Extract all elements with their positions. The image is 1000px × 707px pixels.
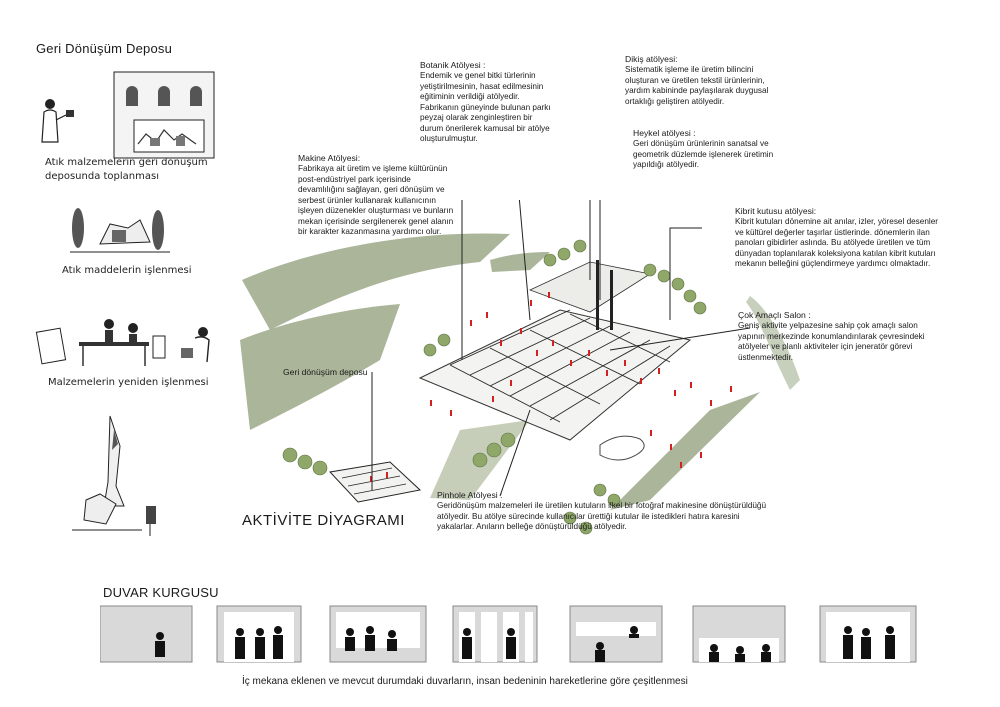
annotation-cok-amacli-title: Çok Amaçlı Salon : xyxy=(738,310,811,320)
wall-variant-band-window xyxy=(569,605,663,663)
depot-step-2-label: Atık maddelerin işlenmesi xyxy=(62,265,192,276)
depot-step-3-label: Malzemelerin yeniden işlenmesi xyxy=(48,377,209,388)
annotation-heykel-text: Geri dönüşüm ürünlerinin sanatsal ve geo… xyxy=(633,139,774,169)
depot-sketch-1 xyxy=(41,71,215,159)
annotation-botanik: Botanik Atölyesi : Endemik ve genel bitk… xyxy=(420,60,555,145)
recycling-depot-title: Geri Dönüşüm Deposu xyxy=(36,41,173,56)
annotation-dikis-text: Sistematik işleme ile üretim bilincini o… xyxy=(625,65,769,106)
wall-variant-solid xyxy=(100,605,193,663)
annotation-dikis: Dikiş atölyesi: Sistematik işleme ile ür… xyxy=(625,54,787,107)
annotation-cok-amacli: Çok Amaçlı Salon : Geniş aktivite yelpaz… xyxy=(738,310,940,363)
annotation-heykel: Heykel atölyesi : Geri dönüşüm ürünlerin… xyxy=(633,128,788,171)
wall-caption: İç mekana eklenen ve mevcut durumdaki du… xyxy=(242,676,688,687)
activity-diagram-title: AKTİVİTE DİYAGRAMI xyxy=(242,512,405,529)
annotation-kibrit-title: Kibrit kutusu atölyesi: xyxy=(735,206,817,216)
annotation-kibrit-text: Kibrit kutuları dönemine ait anılar, izl… xyxy=(735,217,938,268)
depot-step-1-label: Atık malzemelerin geri dönüşüm deposunda… xyxy=(45,157,208,182)
annotation-pinhole-title: Pinhole Atölyesi : xyxy=(437,490,503,500)
wall-section-title: DUVAR KURGUSU xyxy=(103,585,219,600)
annotation-geri-donusum: Geri dönüşüm deposu xyxy=(283,367,368,378)
annotation-dikis-title: Dikiş atölyesi: xyxy=(625,54,678,64)
annotation-makine-title: Makine Atölyesi: xyxy=(298,153,361,163)
annotation-heykel-title: Heykel atölyesi : xyxy=(633,128,696,138)
annotation-pinhole: Pinhole Atölyesi : Geridönüşüm malzemele… xyxy=(437,490,767,533)
depot-sketch-2 xyxy=(70,208,170,253)
annotation-pinhole-text: Geridönüşüm malzemeleri ile üretilen kut… xyxy=(437,501,767,531)
annotation-makine-text: Fabrikaya ait üretim ve işleme kültürünü… xyxy=(298,164,454,236)
wall-variant-frame xyxy=(819,605,917,663)
annotation-kibrit: Kibrit kutusu atölyesi: Kibrit kutuları … xyxy=(735,206,947,270)
wall-variant-multiple-openings xyxy=(452,605,538,663)
annotation-makine: Makine Atölyesi: Fabrikaya ait üretim ve… xyxy=(298,153,458,238)
wall-variant-low-opening xyxy=(692,605,786,663)
annotation-cok-amacli-text: Geniş aktivite yelpazesine sahip çok ama… xyxy=(738,321,925,362)
annotation-botanik-title: Botanik Atölyesi : xyxy=(420,60,486,70)
depot-sketch-3 xyxy=(35,319,210,366)
wall-variant-single-opening xyxy=(216,605,302,663)
annotation-geri-donusum-title: Geri dönüşüm deposu xyxy=(283,367,368,377)
wall-variants-strip xyxy=(100,605,917,663)
depot-sketch-4 xyxy=(72,415,156,536)
annotation-botanik-text: Endemik ve genel bitki türlerinin yetişt… xyxy=(420,71,551,143)
activity-diagram-plan xyxy=(240,200,800,535)
wall-variant-wide-opening xyxy=(329,605,427,663)
